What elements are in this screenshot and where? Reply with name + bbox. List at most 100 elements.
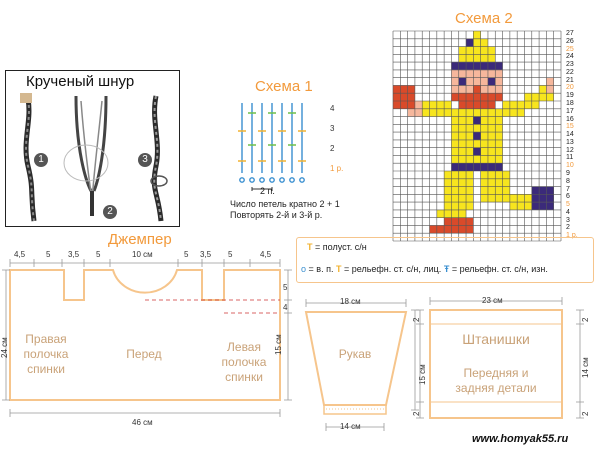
grid-cell-yellow: [495, 108, 503, 117]
grid-cell-purple: [487, 163, 496, 171]
pants-right-dim-1: 2: [581, 317, 590, 322]
sweater-bottom-dim: 46 см: [132, 418, 153, 427]
scheme2-row-number: 25: [566, 45, 574, 53]
chain-icon: o: [301, 264, 307, 274]
sweater-title: Джемпер: [108, 231, 172, 248]
grid-cell-yellow: [502, 178, 510, 187]
scheme1-row-2: 2: [330, 144, 335, 153]
grid-cell-red: [451, 217, 459, 226]
scheme2-row-number: 5: [566, 201, 570, 209]
pants-right-dim-3: 2: [581, 411, 590, 416]
sweater-dim-1: 4,5: [14, 250, 26, 259]
grid-cell-yellow: [495, 116, 503, 125]
twisted-cord-1: [20, 93, 37, 222]
grid-cell-skin: [495, 77, 503, 86]
grid-cell-yellow: [466, 147, 474, 156]
sweater-left-dim: 24 см: [0, 337, 9, 358]
grid-cell-yellow: [495, 155, 503, 164]
grid-cell-skin: [414, 101, 423, 109]
legend-box: T = полуст. с/н o = в. п. T = рельефн. с…: [296, 237, 594, 283]
scheme2-row-number: 7: [566, 185, 570, 193]
grid-cell-yellow: [466, 54, 474, 63]
grid-cell-purple: [495, 163, 503, 171]
grid-cell-yellow: [487, 124, 496, 133]
grid-cell-red: [400, 93, 408, 101]
grid-cell-yellow: [539, 93, 547, 101]
grid-cell-purple: [531, 186, 540, 195]
scheme2-row-number: 17: [566, 107, 574, 115]
grid-cell-yellow: [444, 202, 452, 210]
grid-cell-yellow: [451, 178, 459, 187]
grid-cell-yellow: [487, 54, 496, 63]
scheme2-row-number: 2: [566, 224, 570, 232]
scheme2-row-number: 1 р.: [566, 232, 578, 240]
grid-cell-skin: [414, 108, 423, 117]
pants-sublabel-2: задняя детали: [455, 381, 537, 395]
grid-cell-yellow: [480, 178, 488, 187]
grid-cell-purple: [473, 132, 481, 140]
grid-cell-yellow: [473, 38, 481, 47]
grid-cell-yellow: [473, 46, 481, 55]
grid-cell-yellow: [487, 132, 496, 140]
scheme1-row-3: 3: [330, 124, 335, 133]
grid-cell-yellow: [444, 108, 452, 117]
grid-cell-red: [466, 217, 474, 226]
grid-cell-yellow: [429, 101, 437, 109]
grid-cell-purple: [473, 116, 481, 125]
grid-cell-yellow: [495, 178, 503, 187]
grid-cell-red: [495, 93, 503, 101]
grid-cell-red: [451, 93, 459, 101]
grid-cell-yellow: [487, 147, 496, 156]
grid-cell-purple: [487, 77, 496, 86]
scheme1-title: Схема 1: [255, 78, 313, 95]
grid-cell-yellow: [444, 171, 452, 179]
grid-cell-yellow: [422, 108, 430, 117]
grid-cell-skin: [480, 77, 488, 86]
grid-cell-skin: [473, 69, 481, 78]
grid-cell-purple: [458, 62, 467, 70]
grid-cell-skin: [458, 69, 467, 78]
cord-illustration: [20, 93, 168, 222]
scheme2-row-number: 26: [566, 37, 574, 45]
grid-cell-yellow: [502, 171, 510, 179]
grid-cell-yellow: [480, 116, 488, 125]
grid-cell-yellow: [502, 108, 510, 117]
grid-cell-skin: [466, 77, 474, 86]
grid-cell-yellow: [458, 46, 467, 55]
scheme2-row-number: 12: [566, 146, 574, 154]
grid-cell-yellow: [466, 171, 474, 179]
sweater-label-right: Левая полочка спинки: [221, 340, 267, 384]
grid-cell-yellow: [473, 124, 481, 133]
grid-cell-yellow: [517, 108, 525, 117]
sweater-dim-7: 3,5: [200, 250, 212, 259]
cord-title: Крученый шнур: [26, 73, 135, 90]
grid-cell-purple: [539, 194, 547, 203]
grid-cell-yellow: [524, 101, 532, 109]
grid-cell-red: [466, 225, 474, 234]
grid-cell-yellow: [546, 93, 554, 101]
grid-cell-purple: [480, 62, 488, 70]
grid-cell-yellow: [480, 139, 488, 148]
grid-cell-yellow: [502, 101, 510, 109]
sweater-label-center: Перед: [126, 347, 162, 361]
sweater-dim-8: 5: [228, 250, 233, 259]
grid-cell-yellow: [524, 93, 532, 101]
grid-cell-yellow: [480, 186, 488, 195]
grid-cell-skin: [466, 69, 474, 78]
grid-cell-red: [480, 93, 488, 101]
grid-cell-purple: [458, 77, 467, 86]
footer-url[interactable]: www.homyak55.ru: [472, 433, 569, 445]
grid-cell-purple: [473, 147, 481, 156]
sweater-right-dim-2: 4: [283, 303, 288, 312]
grid-cell-purple: [539, 202, 547, 210]
sweater-dim-4: 5: [96, 250, 101, 259]
grid-cell-yellow: [487, 139, 496, 148]
scheme2-row-number: 4: [566, 208, 570, 216]
grid-cell-yellow: [509, 108, 518, 117]
grid-cell-yellow: [473, 54, 481, 63]
grid-cell-yellow: [451, 116, 459, 125]
grid-cell-yellow: [444, 101, 452, 109]
grid-cell-skin: [451, 77, 459, 86]
grid-cell-red: [400, 101, 408, 109]
grid-cell-purple: [480, 163, 488, 171]
